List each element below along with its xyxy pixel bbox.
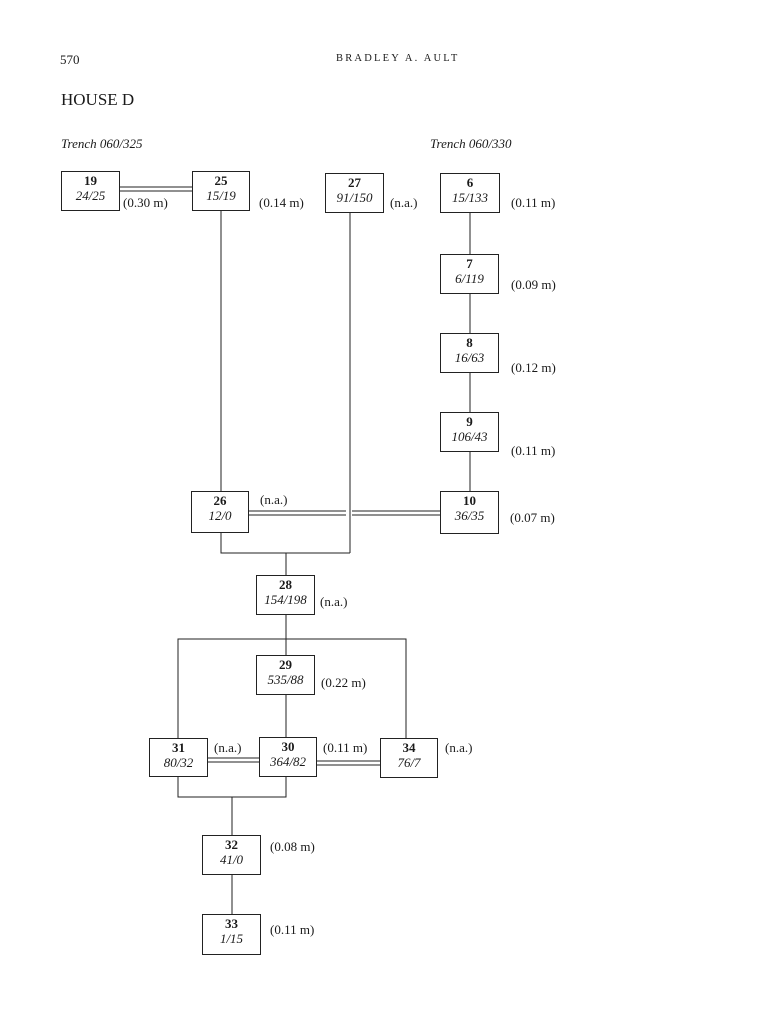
depth-label-29: (0.22 m) (321, 675, 366, 690)
depth-label-31: (n.a.) (214, 740, 242, 755)
context-counts: 24/25 (75, 187, 106, 203)
context-counts: 1/15 (219, 930, 244, 946)
context-number: 9 (466, 414, 473, 429)
context-counts: 535/88 (267, 671, 304, 687)
depth-label-33: (0.11 m) (270, 922, 315, 937)
trench-label-330: Trench 060/330 (430, 136, 512, 151)
depth-label-10: (0.07 m) (510, 510, 555, 525)
depth-label-6: (0.11 m) (511, 195, 556, 210)
context-box-29: 29 535/88 (256, 655, 315, 695)
context-number: 33 (225, 916, 238, 931)
context-counts: 16/63 (454, 349, 485, 365)
context-number: 10 (463, 493, 476, 508)
context-box-30: 30 364/82 (259, 737, 317, 777)
depth-label-27: (n.a.) (390, 195, 418, 210)
context-box-7: 7 6/119 (440, 254, 499, 294)
running-head: BRADLEY A. AULT (336, 53, 460, 64)
depth-label-7: (0.09 m) (511, 277, 556, 292)
context-counts: 15/133 (451, 189, 489, 205)
context-counts: 12/0 (208, 507, 232, 523)
context-number: 26 (213, 493, 227, 508)
section-title: HOUSE D (61, 90, 135, 109)
context-box-32: 32 41/0 (202, 835, 261, 875)
context-box-6: 6 15/133 (440, 173, 500, 213)
context-number: 31 (172, 740, 185, 755)
context-box-10: 10 36/35 (440, 491, 499, 534)
context-counts: 76/7 (397, 754, 421, 770)
context-box-9: 9 106/43 (440, 412, 499, 452)
context-number: 29 (279, 657, 292, 672)
context-number: 19 (84, 173, 97, 188)
context-box-19: 19 24/25 (61, 171, 120, 211)
depth-label-25: (0.14 m) (259, 195, 304, 210)
context-counts: 15/19 (206, 187, 236, 203)
context-box-33: 33 1/15 (202, 914, 261, 955)
context-counts: 364/82 (269, 753, 307, 769)
context-counts: 91/150 (336, 189, 373, 205)
context-box-25: 25 15/19 (192, 171, 250, 211)
context-number: 8 (466, 335, 473, 350)
depth-label-9: (0.11 m) (511, 443, 556, 458)
depth-label-28: (n.a.) (320, 594, 348, 609)
context-counts: 154/198 (264, 591, 307, 607)
depth-label-19: (0.30 m) (123, 195, 168, 210)
context-number: 27 (348, 175, 361, 190)
trench-label-325: Trench 060/325 (61, 136, 143, 151)
context-counts: 80/32 (163, 754, 194, 770)
context-number: 32 (225, 837, 238, 852)
context-counts: 6/119 (455, 270, 484, 286)
context-number: 7 (466, 256, 473, 271)
context-box-8: 8 16/63 (440, 333, 499, 373)
context-box-26: 26 12/0 (191, 491, 249, 533)
link-26-27-join (220, 533, 350, 554)
context-counts: 36/35 (454, 507, 485, 523)
context-number: 28 (279, 577, 292, 592)
context-counts: 106/43 (451, 428, 488, 444)
depth-label-8: (0.12 m) (511, 360, 556, 375)
context-box-31: 31 80/32 (149, 738, 208, 777)
page-number: 570 (60, 52, 80, 67)
context-box-27: 27 91/150 (325, 173, 384, 213)
context-box-28: 28 154/198 (256, 575, 315, 615)
depth-label-30: (0.11 m) (323, 740, 368, 755)
context-counts: 41/0 (219, 851, 244, 867)
link-31-30-join (177, 777, 287, 798)
context-number: 6 (466, 175, 474, 190)
depth-label-34: (n.a.) (445, 740, 473, 755)
link-28-branch (177, 638, 407, 738)
context-number: 25 (214, 173, 228, 188)
depth-label-26: (n.a.) (260, 492, 288, 507)
depth-label-32: (0.08 m) (270, 839, 315, 854)
context-box-34: 34 76/7 (380, 738, 438, 778)
context-number: 30 (281, 739, 295, 754)
context-number: 34 (402, 740, 416, 755)
